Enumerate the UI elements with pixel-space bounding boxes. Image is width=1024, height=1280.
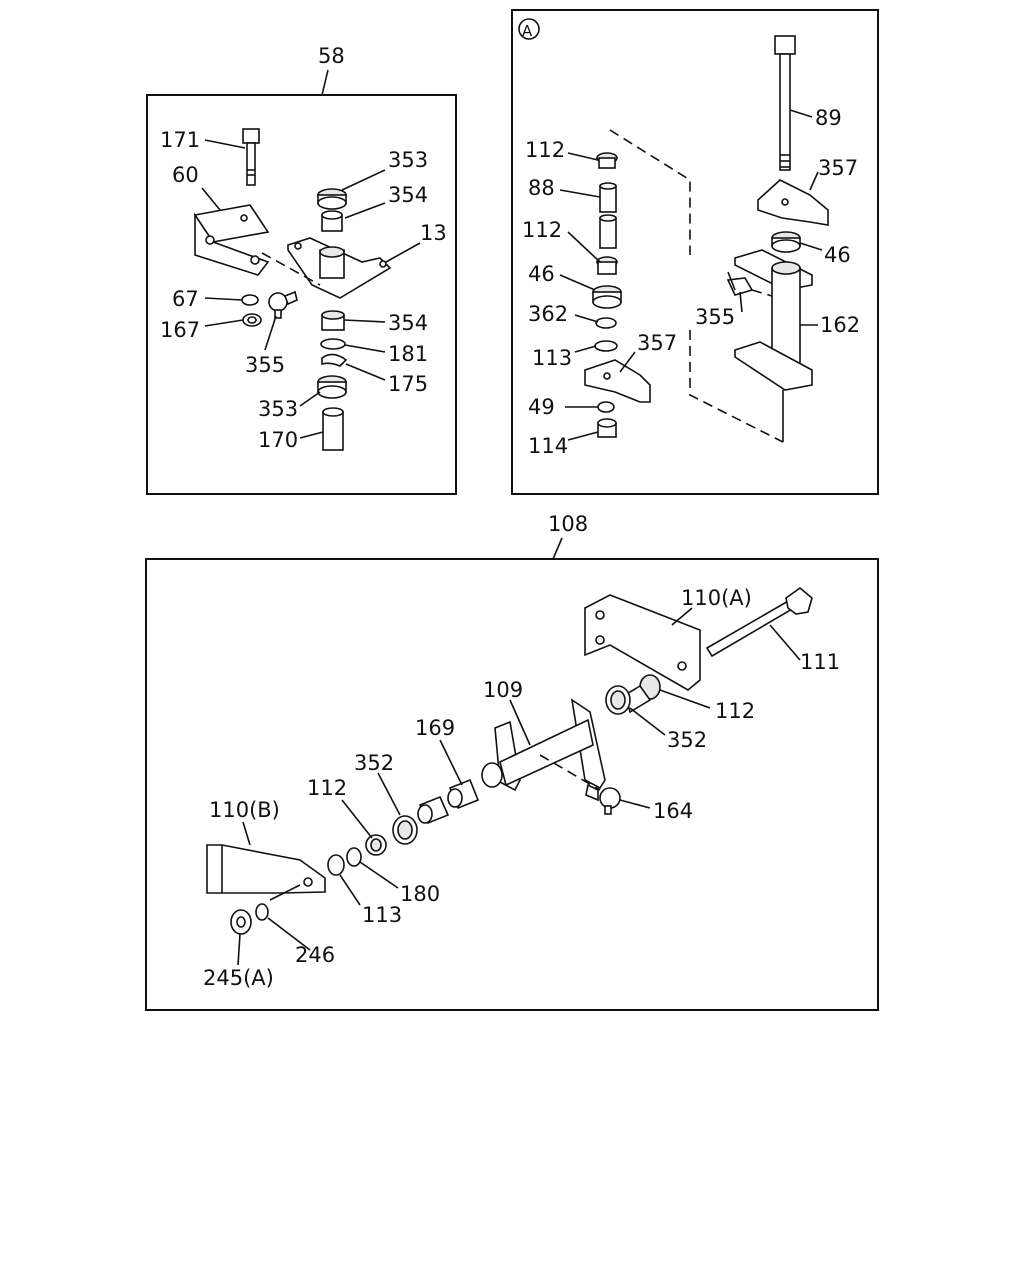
pin-88 [599, 182, 617, 213]
label-354-top: 354 [388, 183, 428, 207]
bushing-353-bottom [317, 375, 347, 399]
bushing-112-left [365, 834, 387, 856]
washer-113 [327, 854, 345, 876]
pin-170 [322, 407, 344, 451]
washer-181 [320, 338, 346, 350]
label-181: 181 [388, 342, 428, 366]
panel-58: 58 [146, 44, 457, 495]
label-169: 169 [415, 716, 455, 740]
bushing-354-top [321, 210, 343, 232]
label-67: 67 [172, 287, 199, 311]
grease-nipple-164 [585, 783, 621, 815]
bracket-60 [193, 204, 270, 276]
label-353-bottom: 353 [258, 397, 298, 421]
bolt-111 [705, 586, 813, 658]
washer-67 [241, 294, 259, 306]
label-355: 355 [695, 305, 735, 329]
label-114: 114 [528, 434, 568, 458]
label-354-bottom: 354 [388, 311, 428, 335]
pin-169 [417, 778, 480, 825]
panel-58-frame [146, 94, 457, 495]
bushing-353-top [317, 188, 347, 210]
plate-357-bottom [584, 359, 651, 403]
bushing-354-bottom [321, 310, 345, 331]
label-167: 167 [160, 318, 200, 342]
bushing-112-mid [596, 256, 618, 275]
label-89: 89 [815, 106, 842, 130]
lever-13 [287, 237, 392, 299]
panel-A: A [511, 9, 879, 495]
label-170: 170 [258, 428, 298, 452]
nut-114 [597, 418, 617, 438]
label-357-bottom: 357 [637, 331, 677, 355]
label-245A: 245(A) [203, 966, 274, 990]
panel-108-title: 108 [548, 512, 588, 536]
panel-108: 108 [145, 512, 879, 1011]
label-362: 362 [528, 302, 568, 326]
label-46-right: 46 [824, 243, 851, 267]
seal-352-right [605, 685, 631, 715]
label-112-mid: 112 [522, 218, 562, 242]
bracket-110B [206, 844, 326, 894]
bolt-89 [774, 35, 796, 171]
panel-58-title: 58 [318, 44, 345, 68]
label-112-top: 112 [525, 138, 565, 162]
label-164: 164 [653, 799, 693, 823]
label-13: 13 [420, 221, 447, 245]
shaft-109 [481, 698, 606, 792]
label-110B: 110(B) [209, 798, 280, 822]
bushing-112-top [596, 152, 618, 169]
seal-46-right [771, 231, 801, 253]
label-88: 88 [528, 176, 555, 200]
bolt-171 [242, 128, 260, 186]
bushing-112-right [624, 674, 661, 714]
washer-246 [255, 903, 269, 921]
panel-A-frame [511, 9, 879, 495]
label-180: 180 [400, 882, 440, 906]
label-113: 113 [532, 346, 572, 370]
label-49: 49 [528, 395, 555, 419]
label-175: 175 [388, 372, 428, 396]
label-111: 111 [800, 650, 840, 674]
label-110A: 110(A) [681, 586, 752, 610]
grease-nipple-355 [268, 290, 298, 319]
washer-49 [597, 401, 615, 413]
snap-ring-175 [321, 353, 348, 367]
seal-352-left [392, 815, 418, 845]
panel-A-title: A [522, 22, 533, 40]
washer-113 [594, 340, 618, 352]
bracket-162 [734, 249, 813, 391]
label-60: 60 [172, 163, 199, 187]
label-112-left: 112 [307, 776, 347, 800]
label-162: 162 [820, 313, 860, 337]
label-246: 246 [295, 943, 335, 967]
nut-245A [230, 909, 252, 935]
grease-nipple-355 [726, 271, 754, 296]
label-352-right: 352 [667, 728, 707, 752]
label-171: 171 [160, 128, 200, 152]
washer-362 [595, 317, 617, 329]
label-357-top: 357 [818, 156, 858, 180]
seal-46-left [592, 285, 622, 309]
label-109: 109 [483, 678, 523, 702]
label-112-right: 112 [715, 699, 755, 723]
panel-108-frame [145, 558, 879, 1011]
label-353-top: 353 [388, 148, 428, 172]
label-355: 355 [245, 353, 285, 377]
bracket-110A [584, 594, 701, 691]
label-113: 113 [362, 903, 402, 927]
nut-167 [242, 313, 262, 327]
sleeve [599, 214, 617, 249]
label-352-left: 352 [354, 751, 394, 775]
washer-180 [346, 847, 362, 867]
label-46-left: 46 [528, 262, 555, 286]
plate-357-top [757, 179, 829, 226]
panel-A-badge [518, 18, 540, 40]
